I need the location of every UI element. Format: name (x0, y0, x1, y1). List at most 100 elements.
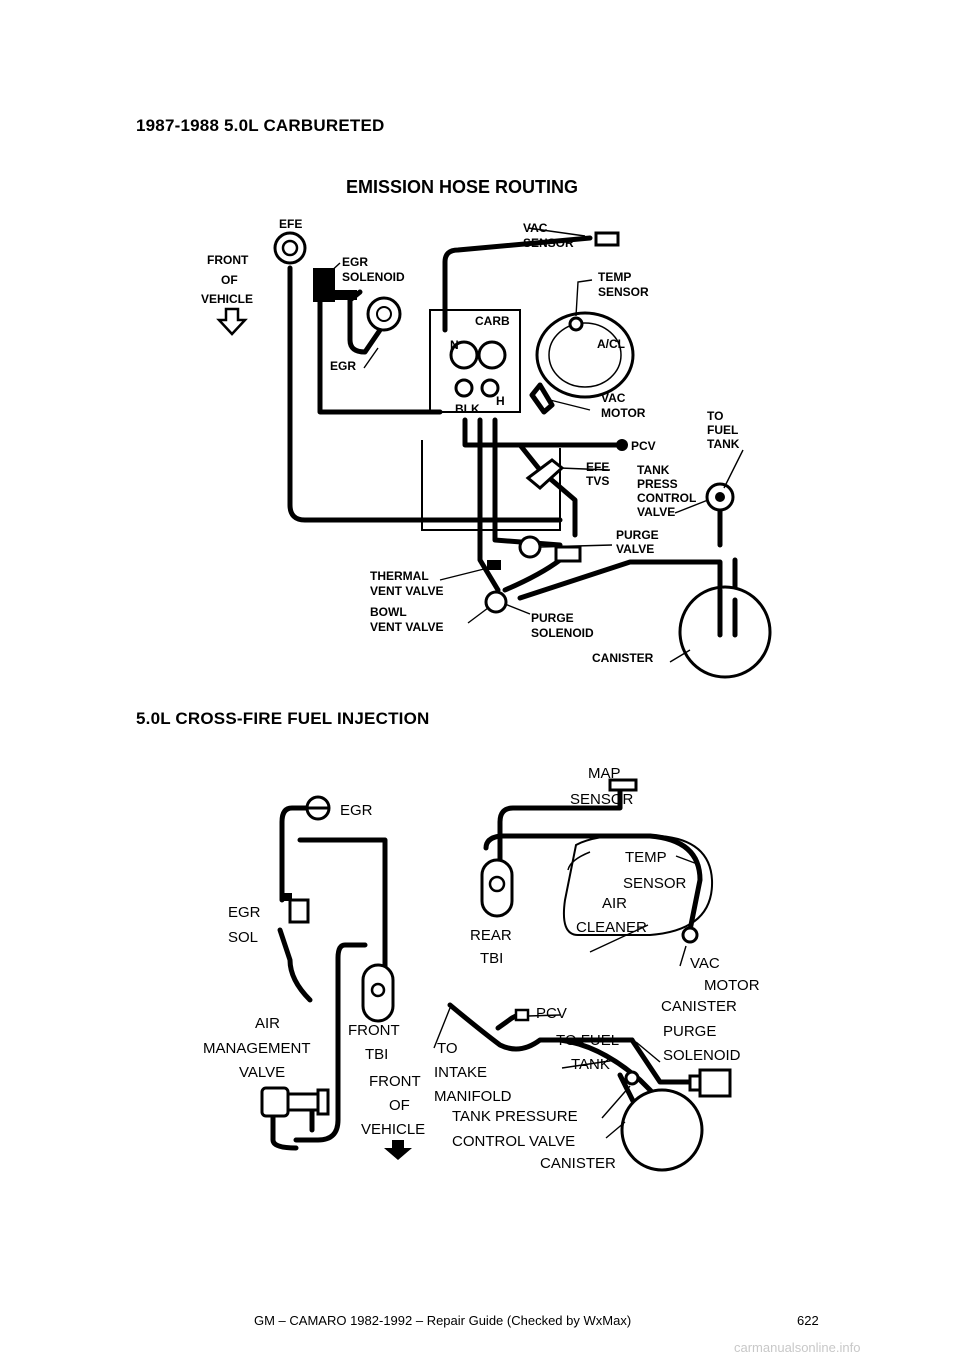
thermal-vent-valve (487, 560, 501, 570)
label-front-3: VEHICLE (201, 292, 253, 306)
label-vac-motor-2: MOTOR (601, 406, 646, 420)
efe-fitting (273, 231, 307, 265)
egr-valve (366, 296, 402, 332)
leader-lines (327, 227, 744, 663)
label-egr-solenoid-1: EGR (342, 255, 368, 269)
label-vac-sensor-2: SENSOR (523, 236, 574, 250)
vac-motor-2 (681, 926, 699, 944)
air-cleaner (535, 311, 635, 399)
label-vac-motor-1: VAC (601, 391, 626, 405)
label-rear-tbi-1: REAR (470, 927, 512, 944)
egr-valve-2 (305, 795, 331, 821)
label-temp-2: SENSOR (623, 875, 687, 892)
leader-lines-2 (433, 855, 701, 1139)
label-canister-purge-1: CANISTER (661, 998, 737, 1015)
label-air-2: CLEANER (576, 919, 647, 936)
canister-ports (717, 587, 738, 638)
egr-solenoid-connector (333, 290, 357, 300)
label-acl: A/CL (597, 337, 625, 351)
label-purge-solenoid-1: PURGE (531, 611, 574, 625)
label-to-intake-3: MANIFOLD (434, 1088, 512, 1105)
rear-tbi (480, 858, 514, 918)
footer-text: GM – CAMARO 1982-1992 – Repair Guide (Ch… (254, 1313, 632, 1328)
diagram-labels-2: MAP SENSOR EGR TEMP SENSOR AIR CLEANER E… (203, 765, 760, 1172)
label-canister-2: CANISTER (540, 1155, 616, 1172)
label-egr-sol-1: EGR (228, 904, 261, 921)
watermark: carmanualsonline.info (734, 1340, 861, 1355)
canister (678, 585, 772, 679)
egr-sol-2 (288, 898, 310, 924)
label-front-tbi-1: FRONT (348, 1022, 400, 1039)
label-purge-valve-2: VALVE (616, 542, 654, 556)
label-egr-2: EGR (340, 802, 373, 819)
label-front-2: OF (221, 273, 238, 287)
label-carb: CARB (475, 314, 510, 328)
label-to-fuel-tank-1: TO (707, 409, 723, 423)
label-amv-1: AIR (255, 1015, 280, 1032)
label-tank-press-2: PRESS (637, 477, 678, 491)
pcv-valve-2 (514, 1008, 530, 1022)
egr-solenoid-body (313, 268, 335, 302)
label-to-fuel-tank-3: TANK (707, 437, 740, 451)
front-tbi (361, 963, 395, 1023)
section-heading-crossfire: 5.0L CROSS-FIRE FUEL INJECTION (136, 709, 430, 728)
air-cleaner-inner-line (567, 851, 591, 871)
label-thermal-vent-2: VENT VALVE (370, 584, 444, 598)
label-egr-solenoid-2: SOLENOID (342, 270, 405, 284)
label-thermal-vent-1: THERMAL (370, 569, 429, 583)
label-temp-sensor-2: SENSOR (598, 285, 649, 299)
label-temp-1: TEMP (625, 849, 667, 866)
label-tank-pressure-2: CONTROL VALVE (452, 1133, 575, 1150)
egr-sol-clip (282, 893, 292, 901)
vac-motor (529, 382, 555, 415)
page-number: 622 (797, 1313, 819, 1328)
label-tank-press-4: VALVE (637, 505, 675, 519)
carburetor (449, 340, 507, 398)
label-bowl-vent-2: VENT VALVE (370, 620, 444, 634)
label-amv-2: MANAGEMENT (203, 1040, 311, 1057)
air-management-valve (260, 1086, 330, 1118)
label-purge-solenoid-2: SOLENOID (531, 626, 594, 640)
canister-purge-solenoid (688, 1068, 732, 1098)
label-pcv-2: PCV (536, 1005, 567, 1022)
label-front-vehicle-1: FRONT (369, 1073, 421, 1090)
label-air-1: AIR (602, 895, 627, 912)
diagram-title: EMISSION HOSE ROUTING (346, 177, 578, 197)
label-h: H (496, 394, 505, 408)
label-amv-3: VALVE (239, 1064, 285, 1081)
label-front-1: FRONT (207, 253, 249, 267)
pcv-valve (616, 439, 628, 451)
vac-sensor (594, 231, 620, 247)
label-map-1: MAP (588, 765, 621, 782)
label-canister: CANISTER (592, 651, 654, 665)
label-canister-purge-3: SOLENOID (663, 1047, 741, 1064)
label-efe: EFE (279, 217, 302, 231)
diagram-labels: EFE FRONT OF VEHICLE EGR SOLENOID EGR VA… (201, 217, 740, 665)
label-front-vehicle-3: VEHICLE (361, 1121, 425, 1138)
label-to-intake-2: INTAKE (434, 1064, 487, 1081)
map-sensor (608, 778, 638, 792)
label-n: N (450, 338, 459, 352)
label-efe-tvs-2: TVS (586, 474, 609, 488)
label-blk: BLK (455, 402, 480, 416)
label-front-vehicle-2: OF (389, 1097, 410, 1114)
label-egr: EGR (330, 359, 356, 373)
label-to-intake-1: TO (437, 1040, 458, 1057)
temp-sensor (568, 316, 584, 332)
label-vac-motor-1: VAC (690, 955, 720, 972)
emission-hose-routing-diagram-carbureted: EMISSION HOSE ROUTING (201, 177, 772, 679)
front-arrow-icon (216, 307, 248, 336)
label-tank-press-1: TANK (637, 463, 670, 477)
label-vac-motor-2: MOTOR (704, 977, 760, 994)
label-to-fuel-tank-2: FUEL (707, 423, 738, 437)
label-map-2: SENSOR (570, 791, 634, 808)
label-canister-purge-2: PURGE (663, 1023, 716, 1040)
label-temp-sensor-1: TEMP (598, 270, 631, 284)
label-bowl-vent-1: BOWL (370, 605, 407, 619)
label-pcv: PCV (631, 439, 656, 453)
air-cleaner-2 (562, 834, 714, 936)
tank-press-control-valve (705, 482, 735, 512)
label-rear-tbi-2: TBI (480, 950, 503, 967)
canister-2 (620, 1088, 704, 1172)
